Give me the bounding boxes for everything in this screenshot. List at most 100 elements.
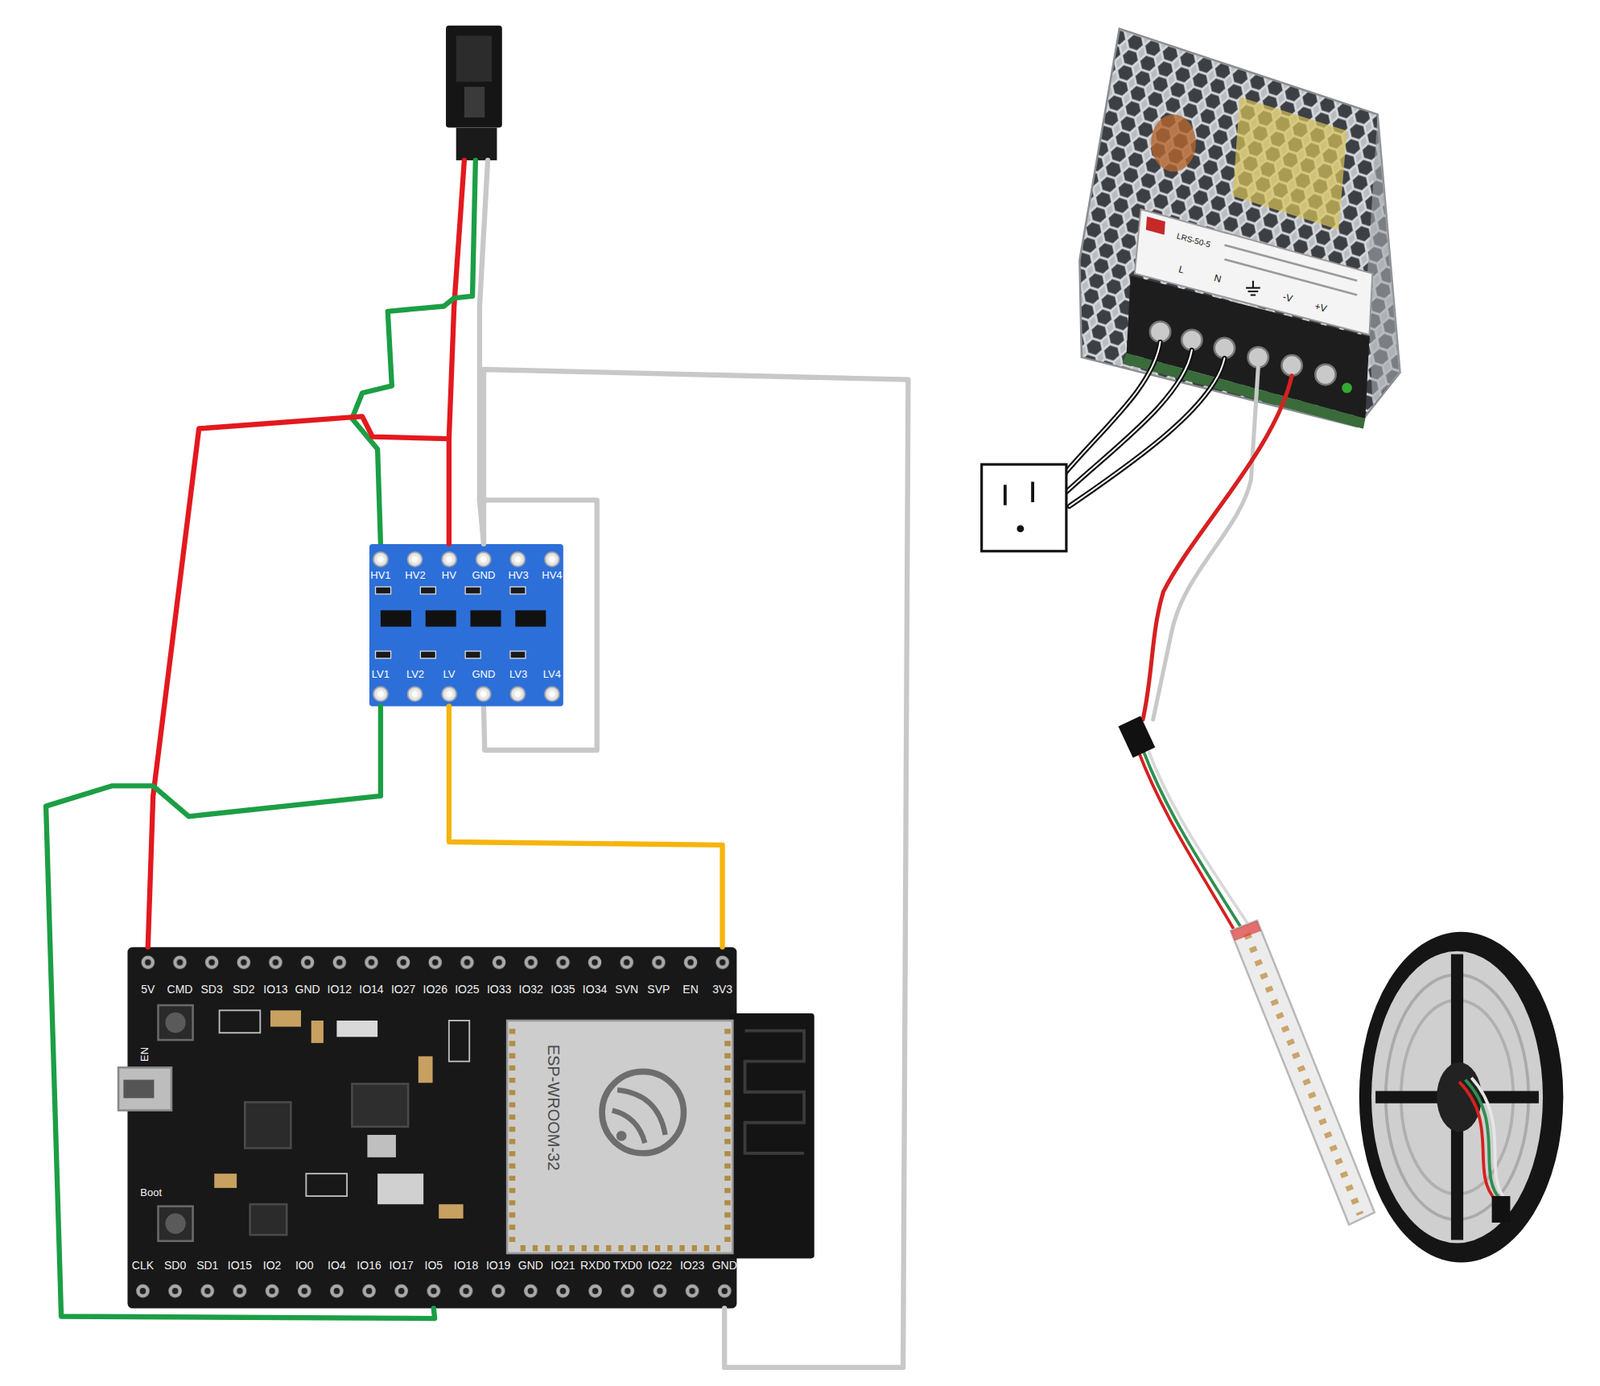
led-strip xyxy=(1230,920,1262,941)
jst-connector xyxy=(445,25,503,161)
level-shifter-art xyxy=(510,586,526,594)
esp32-board-art xyxy=(729,1013,815,1258)
esp32-board-art xyxy=(377,1173,424,1205)
esp-wroom-module: ESP-WROOM-32 xyxy=(507,1020,733,1254)
esp32-board-art xyxy=(164,1012,186,1033)
pin-label: IO25 xyxy=(454,983,479,995)
pin-label: IO5 xyxy=(424,1259,444,1271)
level-shifter-art xyxy=(515,610,546,627)
pin-label: IO15 xyxy=(227,1259,252,1271)
pin-label: 5V xyxy=(140,983,155,995)
power-supply-art xyxy=(1232,97,1348,231)
pin-label: ESP-WROOM-32 xyxy=(545,1043,562,1171)
pin-label: GND xyxy=(295,983,321,995)
strip-wires xyxy=(1142,375,1292,720)
power-supply-art xyxy=(1248,346,1269,368)
level-shifter-art xyxy=(420,586,436,594)
mains-wires xyxy=(1061,342,1225,507)
strip-reel xyxy=(1359,931,1564,1263)
pin-label: EN xyxy=(138,1047,149,1062)
level-shifter-art xyxy=(363,548,570,570)
power-supply-art xyxy=(1245,280,1261,296)
level-shifter-art xyxy=(420,651,436,659)
esp-wroom-module-art xyxy=(520,1245,722,1252)
pin-label: IO21 xyxy=(550,1259,575,1271)
power-supply-art xyxy=(1181,329,1202,351)
mains-wires xyxy=(1066,350,1192,492)
esp32-board-art xyxy=(219,1010,261,1033)
mains-wires xyxy=(1061,342,1161,479)
strip-connector xyxy=(1117,716,1155,759)
pin-label: L xyxy=(1177,263,1186,275)
pin-label: GND xyxy=(518,1259,544,1271)
wire xyxy=(148,416,450,947)
wall-outlet xyxy=(981,464,1067,552)
power-supply-art xyxy=(1224,259,1357,295)
pin-label: GND xyxy=(712,1259,738,1271)
esp-wroom-module-art xyxy=(724,1028,731,1246)
power-supply-art xyxy=(1250,294,1256,297)
strip-reel xyxy=(1471,1077,1506,1200)
wall-outlet xyxy=(1003,484,1007,505)
power-supply: LRS-50-5LN-V+V xyxy=(1074,22,1407,433)
wire xyxy=(483,369,908,1368)
strip-wires xyxy=(1138,367,1292,932)
jst-connector xyxy=(445,25,503,128)
esp32-board-art xyxy=(745,1030,805,1154)
pin-label: Boot xyxy=(140,1186,162,1197)
pin-label: IO2 xyxy=(263,1259,282,1271)
esp32-board-art xyxy=(123,1080,154,1099)
pin-label: IO35 xyxy=(550,983,575,995)
mains-wires xyxy=(1061,342,1161,479)
esp32-board-art xyxy=(438,1204,463,1219)
esp32-board-art xyxy=(311,1020,324,1044)
pin-label: IO14 xyxy=(358,983,384,995)
pin-label: SVN xyxy=(614,983,639,995)
power-supply-art xyxy=(1150,114,1196,172)
power-supply-art xyxy=(1281,354,1302,376)
pin-label: -V xyxy=(1282,292,1295,305)
pin-label: SD2 xyxy=(232,983,255,995)
pin-label: HV2 xyxy=(404,569,425,580)
pin-label: SVP xyxy=(647,983,670,995)
wall-outlet xyxy=(1016,524,1024,532)
pin-label: IO33 xyxy=(486,983,512,995)
esp32-board-art xyxy=(250,1204,288,1235)
strip-reel xyxy=(1492,1195,1511,1223)
jst-connector xyxy=(456,127,498,161)
level-shifter-art xyxy=(465,586,481,594)
pin-label: IO18 xyxy=(453,1259,479,1271)
power-supply-art xyxy=(1079,28,1400,429)
pin-label: IO4 xyxy=(327,1259,347,1271)
pin-label: HV xyxy=(441,569,457,580)
esp32-board-art xyxy=(126,1280,741,1301)
power-supply-art xyxy=(1367,114,1401,404)
esp32-board-art xyxy=(351,1084,409,1127)
pin-label: HV4 xyxy=(541,569,562,580)
pin-label: SD3 xyxy=(201,983,223,995)
pin-label: CMD xyxy=(167,983,194,995)
pin-label: HV1 xyxy=(370,569,391,580)
strip-wires xyxy=(1153,367,1259,720)
esp32-board-art xyxy=(164,1213,186,1234)
esp-wroom-module-art xyxy=(602,1071,684,1153)
strip-reel xyxy=(1359,931,1564,1263)
power-supply-art xyxy=(1146,216,1166,236)
esp32-board-art xyxy=(127,947,737,1309)
pin-label: IO27 xyxy=(391,983,416,995)
esp32-board-art xyxy=(305,1173,347,1196)
pin-label: 3V3 xyxy=(712,983,733,995)
pin-label: HV3 xyxy=(507,569,528,580)
power-supply-art xyxy=(1079,28,1400,427)
pin-label: TXD0 xyxy=(613,1259,643,1271)
esp32-board-art xyxy=(244,1101,291,1148)
connector-wires xyxy=(351,160,475,545)
strip-reel xyxy=(1371,951,1543,1244)
pin-label: IO22 xyxy=(647,1259,673,1271)
pin-label: LV xyxy=(442,668,455,679)
esp-wroom-module-art xyxy=(507,1020,733,1254)
mains-wires xyxy=(1069,358,1225,507)
strip-wires xyxy=(1149,752,1250,927)
power-supply-art xyxy=(1224,244,1357,281)
